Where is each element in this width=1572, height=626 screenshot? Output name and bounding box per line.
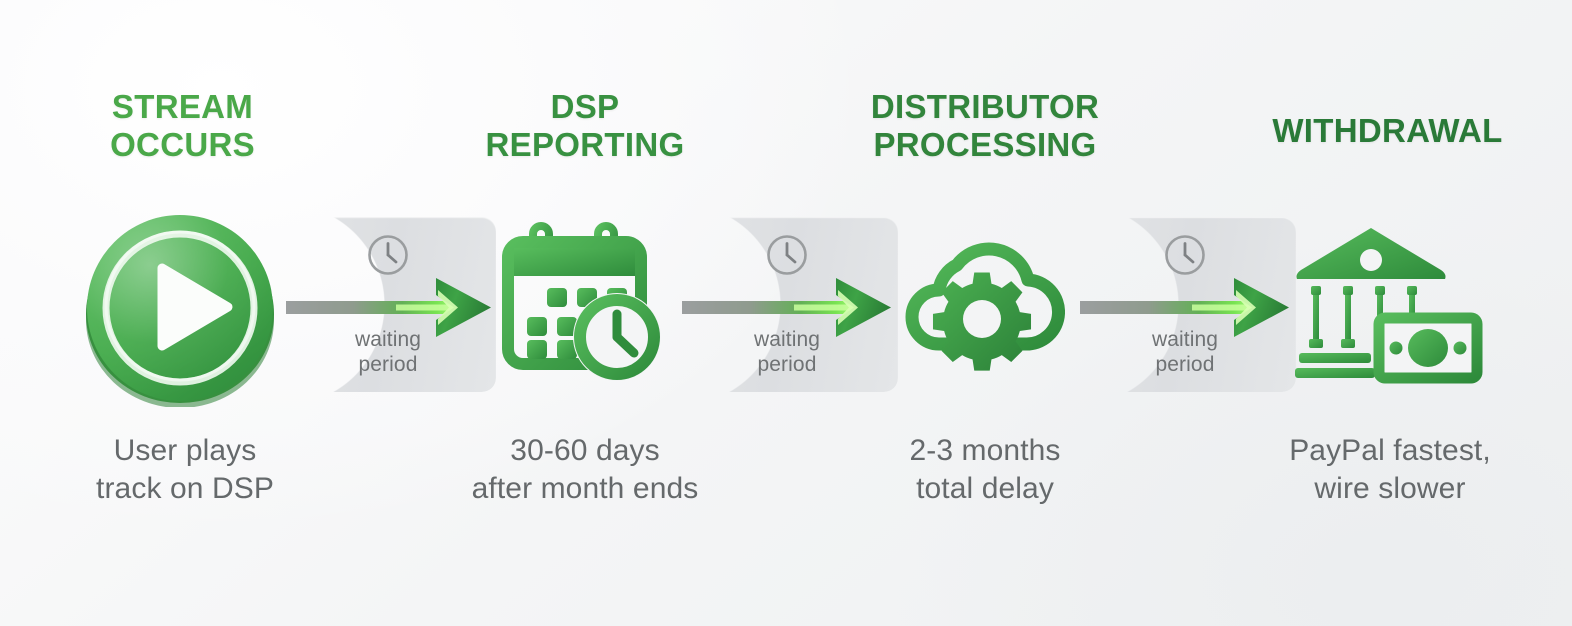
step-caption-distributor-processing: 2-3 months total delay bbox=[909, 434, 1061, 506]
waiting-period-label: waiting period bbox=[354, 328, 422, 377]
cloud-gear-icon bbox=[895, 222, 1065, 382]
waiting-period-band-1: waiting period bbox=[296, 217, 496, 392]
waiting-period-label: waiting period bbox=[753, 328, 821, 377]
step-caption-stream-occurs: User plays track on DSP bbox=[96, 434, 274, 506]
clock-icon bbox=[364, 231, 412, 279]
bank-money-icon bbox=[1295, 222, 1485, 387]
play-button-icon bbox=[78, 212, 283, 407]
step-caption-withdrawal: PayPal fastest, wire slower bbox=[1289, 434, 1491, 506]
waiting-period-band-3: waiting period bbox=[1090, 217, 1296, 392]
step-title-withdrawal: WITHDRAWAL bbox=[1272, 112, 1503, 149]
step-title-distributor-processing: DISTRIBUTOR PROCESSING bbox=[870, 88, 1100, 164]
waiting-period-band-2: waiting period bbox=[692, 217, 898, 392]
waiting-period-label: waiting period bbox=[1151, 328, 1219, 377]
step-title-stream-occurs: STREAM OCCURS bbox=[110, 88, 255, 164]
clock-icon bbox=[763, 231, 811, 279]
clock-icon bbox=[1161, 231, 1209, 279]
step-title-dsp-reporting: DSP REPORTING bbox=[485, 88, 685, 164]
calendar-clock-icon bbox=[500, 220, 670, 385]
step-caption-dsp-reporting: 30-60 days after month ends bbox=[471, 434, 699, 506]
